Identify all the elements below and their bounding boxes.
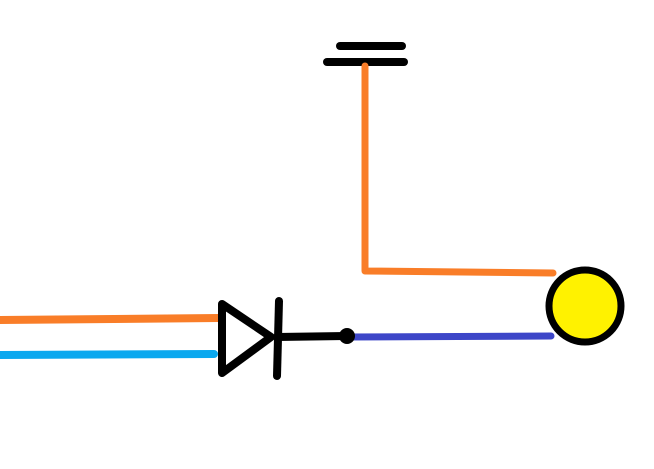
lamp-icon	[545, 266, 625, 346]
diode-triangle	[218, 300, 275, 377]
diode-lead	[273, 332, 350, 341]
wire-ground-to-lamp	[361, 62, 557, 277]
ground-icon	[323, 42, 408, 66]
junction-dot	[339, 328, 355, 344]
wire-input-orange	[0, 314, 223, 324]
wire-diode-to-lamp	[343, 332, 555, 341]
wire-input-blue	[0, 350, 218, 359]
diode-icon	[218, 297, 355, 380]
